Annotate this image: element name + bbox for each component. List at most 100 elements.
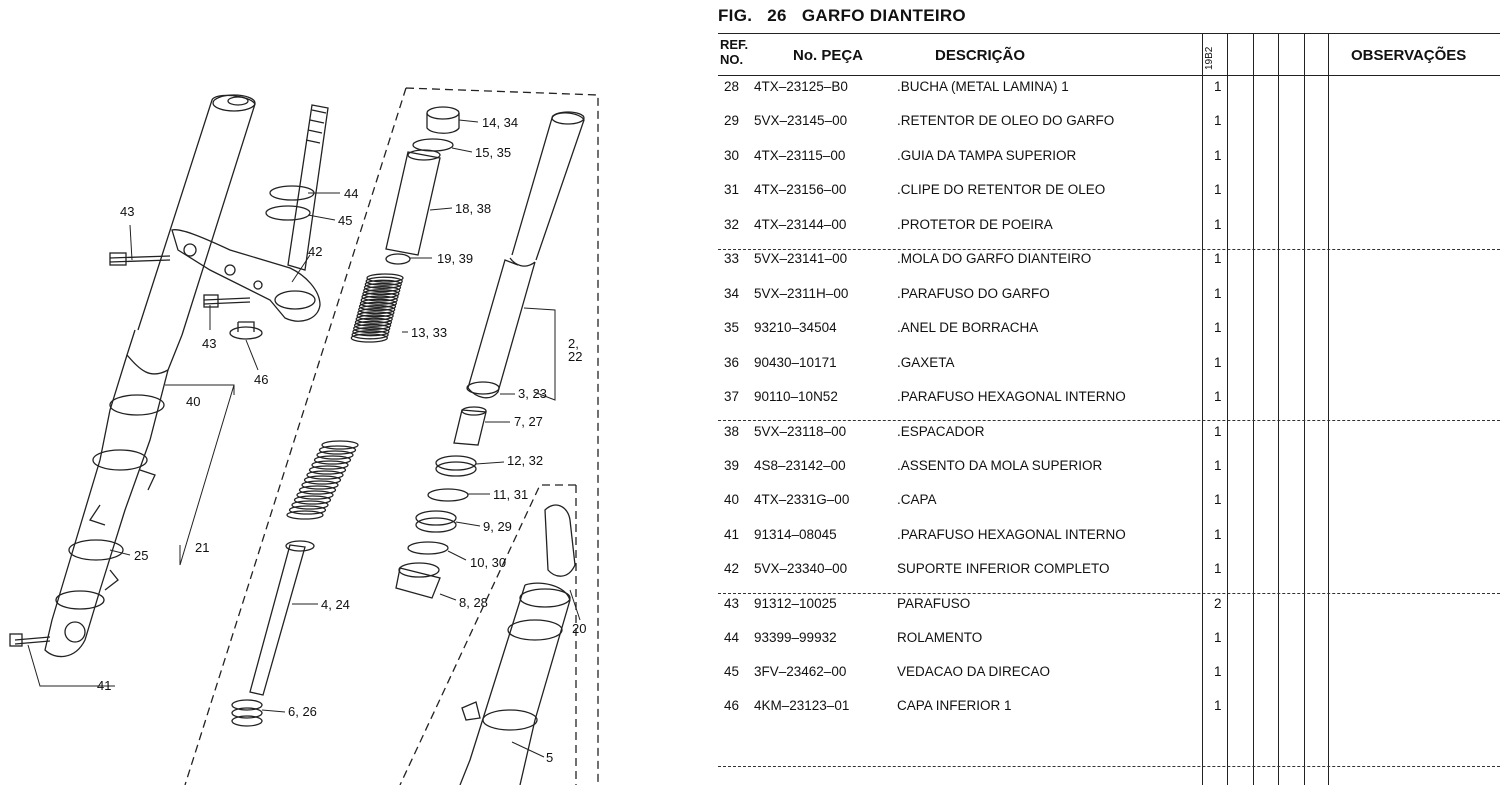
callout-21: 21 bbox=[195, 540, 209, 555]
part-description: .PARAFUSO HEXAGONAL INTERNO bbox=[897, 389, 1126, 404]
part-description: .ESPACADOR bbox=[897, 424, 985, 439]
spring-coil bbox=[360, 295, 398, 305]
callout-18-38: 18, 38 bbox=[455, 201, 491, 216]
group-separator bbox=[718, 593, 1500, 594]
callout-11-31: 11, 31 bbox=[493, 487, 528, 502]
quantity: 1 bbox=[1214, 664, 1222, 679]
spring-coil bbox=[316, 450, 354, 460]
callout-6-26: 6, 26 bbox=[288, 704, 317, 719]
quantity: 1 bbox=[1214, 424, 1222, 439]
quantity: 1 bbox=[1214, 113, 1222, 128]
part-description: PARAFUSO bbox=[897, 596, 971, 611]
part-description: .PROTETOR DE POEIRA bbox=[897, 217, 1053, 232]
header-ref-line2: NO. bbox=[720, 52, 744, 67]
table-row: 38 5VX–23118–00 .ESPACADOR 1 bbox=[718, 424, 1500, 446]
group-separator bbox=[718, 249, 1500, 250]
spring-coil bbox=[308, 465, 347, 475]
group-separator bbox=[718, 420, 1500, 421]
spring-coil bbox=[362, 289, 400, 299]
ref-number: 38 bbox=[724, 424, 740, 439]
part-description: SUPORTE INFERIOR COMPLETO bbox=[897, 561, 1110, 576]
spring-coil bbox=[303, 475, 342, 485]
column-divider bbox=[1202, 33, 1203, 785]
ref-number: 46 bbox=[724, 698, 740, 713]
table-top-rule bbox=[718, 33, 1500, 34]
spring-coil bbox=[321, 440, 359, 450]
figure-title: FIG. 26 GARFO DIANTEIRO bbox=[718, 6, 976, 26]
exploded-parts-diagram: 14, 34 15, 35 18, 38 19, 39 13, 33 2, 22… bbox=[9, 87, 599, 785]
spring-coil bbox=[366, 273, 404, 283]
spring-coil bbox=[358, 304, 396, 315]
callout-7-27: 7, 27 bbox=[514, 414, 543, 429]
part-number: 93210–34504 bbox=[754, 320, 837, 335]
part-number: 5VX–2311H–00 bbox=[754, 286, 849, 301]
callout-43-mid: 43 bbox=[202, 336, 216, 351]
part-number: 4TX–23156–00 bbox=[754, 182, 847, 197]
part-description: CAPA INFERIOR 1 bbox=[897, 698, 1012, 713]
callout-44: 44 bbox=[344, 186, 358, 201]
ref-number: 35 bbox=[724, 320, 740, 335]
ref-number: 37 bbox=[724, 389, 740, 404]
column-divider bbox=[1304, 33, 1305, 785]
callout-42: 42 bbox=[308, 244, 322, 259]
callout-25: 25 bbox=[134, 548, 148, 563]
callout-10-30: 10, 30 bbox=[470, 555, 506, 570]
callout-9-29: 9, 29 bbox=[483, 519, 512, 534]
quantity: 1 bbox=[1214, 698, 1222, 713]
header-ref-line1: REF. bbox=[720, 37, 749, 52]
callout-43-top: 43 bbox=[120, 204, 134, 219]
ref-number: 33 bbox=[724, 251, 740, 266]
quantity: 1 bbox=[1214, 286, 1222, 301]
quantity: 1 bbox=[1214, 561, 1222, 576]
part-number: 5VX–23340–00 bbox=[754, 561, 848, 576]
ref-number: 39 bbox=[724, 458, 740, 473]
quantity: 1 bbox=[1214, 389, 1222, 404]
ref-number: 40 bbox=[724, 492, 740, 507]
spring-coil bbox=[351, 330, 389, 340]
header-ref-no: REF. NO. bbox=[720, 37, 748, 67]
spring-coil bbox=[358, 301, 397, 312]
quantity: 1 bbox=[1214, 182, 1222, 197]
callout-40: 40 bbox=[186, 394, 200, 409]
callout-45: 45 bbox=[338, 213, 352, 228]
quantity: 1 bbox=[1214, 355, 1222, 370]
spring-coil bbox=[353, 323, 391, 334]
ref-number: 28 bbox=[724, 79, 740, 94]
spring-coil bbox=[313, 455, 352, 465]
spring-coil bbox=[357, 308, 395, 318]
ref-number: 34 bbox=[724, 286, 740, 301]
spring-coil bbox=[293, 495, 332, 505]
part-description: .ASSENTO DA MOLA SUPERIOR bbox=[897, 458, 1103, 473]
quantity: 1 bbox=[1214, 630, 1222, 645]
callout-5: 5 bbox=[546, 750, 553, 765]
column-divider bbox=[1278, 33, 1279, 785]
quantity: 1 bbox=[1214, 79, 1222, 94]
part-number: 4TX–2331G–00 bbox=[754, 492, 850, 507]
ref-number: 45 bbox=[724, 664, 740, 679]
ref-number: 32 bbox=[724, 217, 740, 232]
ref-number: 30 bbox=[724, 148, 740, 163]
spring-coil bbox=[352, 327, 390, 337]
part-number: 90110–10N52 bbox=[754, 389, 838, 404]
part-description: .GAXETA bbox=[897, 355, 955, 370]
part-description: .GUIA DA TAMPA SUPERIOR bbox=[897, 148, 1077, 163]
callout-12-32: 12, 32 bbox=[507, 453, 543, 468]
ref-number: 42 bbox=[724, 561, 740, 576]
part-number: 5VX–23141–00 bbox=[754, 251, 848, 266]
part-description: .PARAFUSO HEXAGONAL INTERNO bbox=[897, 527, 1126, 542]
part-number: 4TX–23125–B0 bbox=[754, 79, 848, 94]
part-number: 5VX–23118–00 bbox=[754, 424, 847, 439]
spring-coil bbox=[364, 279, 402, 289]
part-number: 4TX–23144–00 bbox=[754, 217, 847, 232]
callout-15-35: 15, 35 bbox=[475, 145, 511, 160]
spring-coil bbox=[306, 470, 344, 480]
part-description: VEDACAO DA DIRECAO bbox=[897, 664, 1051, 679]
spring-coil bbox=[296, 490, 334, 500]
spring-coil bbox=[350, 333, 388, 343]
